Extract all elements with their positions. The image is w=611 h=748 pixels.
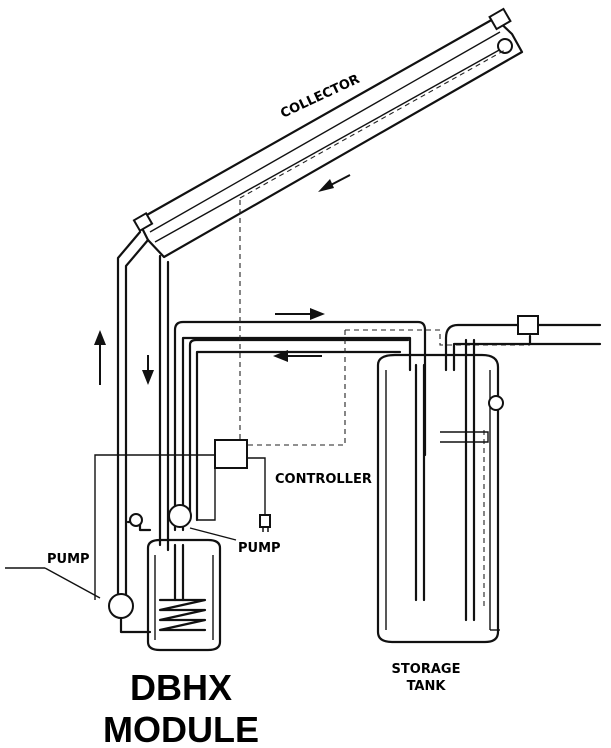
module-title-line2: MODULE xyxy=(103,709,259,748)
storage-tank-label-line1: STORAGE xyxy=(392,662,461,677)
controller-box xyxy=(94,439,271,600)
right-pump xyxy=(168,504,192,528)
collector-flow-arrow xyxy=(318,174,351,192)
module-title-line1: DBHX xyxy=(130,667,232,708)
left-flow-arrow xyxy=(273,350,322,362)
collector-label: COLLECTOR xyxy=(278,72,362,122)
controller-label: CONTROLLER xyxy=(275,472,372,487)
storage-tank-label-line2: TANK xyxy=(407,679,447,694)
up-flow-arrow xyxy=(94,330,106,385)
tank-connection-pipes xyxy=(173,320,427,532)
valve-fitting xyxy=(126,513,152,532)
pump-leader-lines xyxy=(5,527,237,599)
down-flow-arrow xyxy=(142,355,154,385)
storage-tank xyxy=(376,338,504,644)
left-pump xyxy=(108,593,152,634)
dbhx-module-tank xyxy=(146,538,222,652)
collector-panel xyxy=(132,7,524,259)
supply-return-pipes xyxy=(116,230,170,602)
tank-top-piping xyxy=(444,315,602,372)
right-flow-arrow xyxy=(275,308,325,320)
right-pump-label: PUMP xyxy=(238,541,281,556)
left-pump-label: PUMP xyxy=(47,552,90,567)
